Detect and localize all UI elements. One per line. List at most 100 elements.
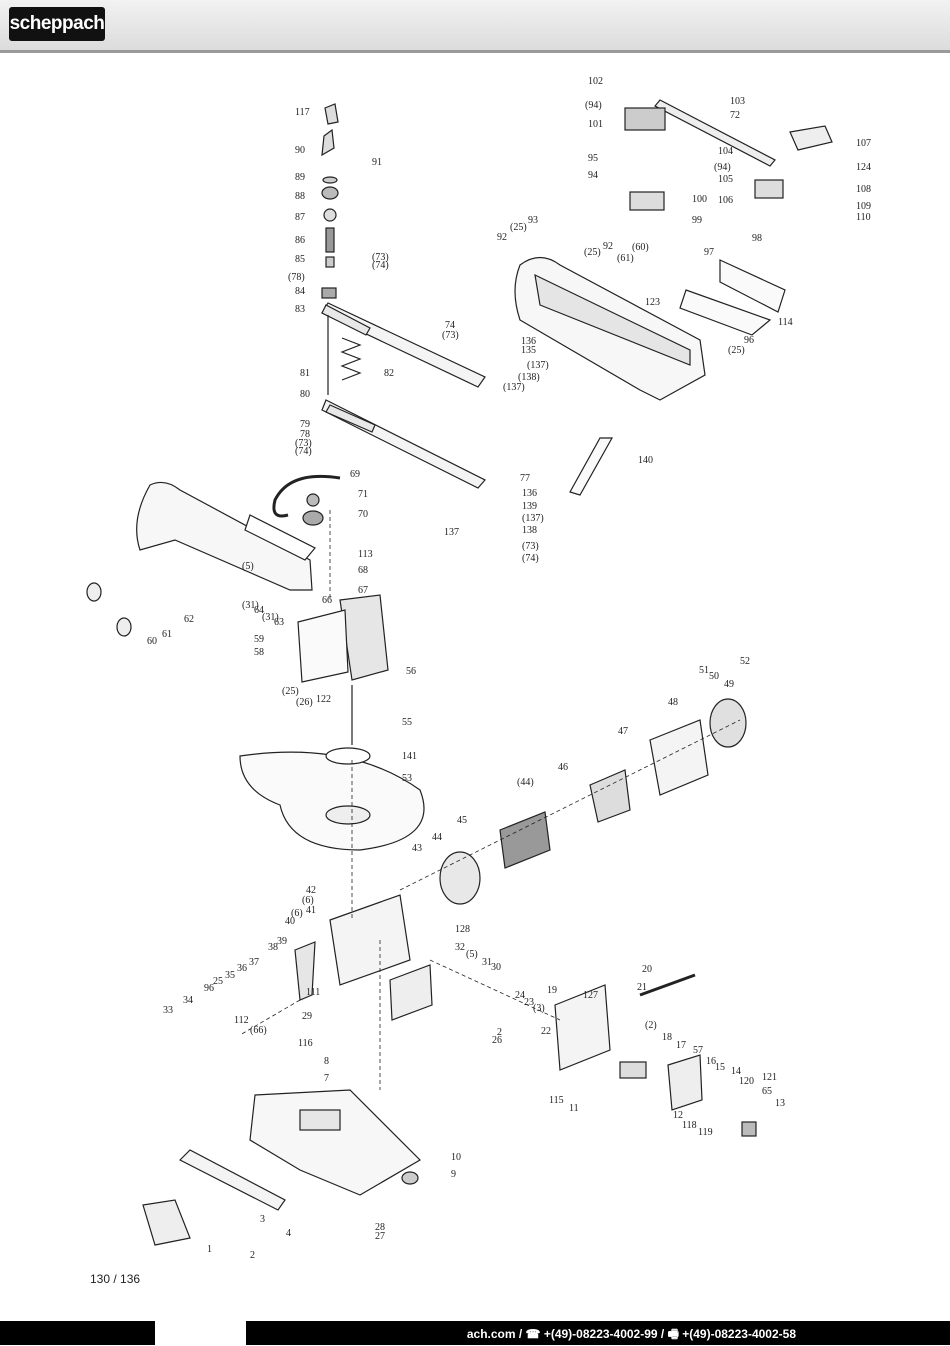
upper-arm-left-link: [321, 304, 371, 336]
part-callout: 58: [254, 647, 264, 658]
part-callout: 34: [183, 995, 193, 1006]
part-callout: 25: [213, 976, 223, 987]
part-114: [679, 289, 772, 336]
part-callout: 19: [547, 985, 557, 996]
part-88: [321, 186, 339, 200]
part-callout: 51: [699, 665, 709, 676]
part-callout: (61): [617, 253, 634, 264]
part-callout: 46: [558, 762, 568, 773]
bracket-27: [389, 964, 433, 1021]
part-callout: (2): [645, 1020, 657, 1031]
part-callout: 53: [402, 773, 412, 784]
part-callout: 114: [778, 317, 793, 328]
part-97: [719, 259, 786, 313]
part-callout: 56: [406, 666, 416, 677]
part-callout: 32: [455, 942, 465, 953]
part-callout: 66: [322, 595, 332, 606]
tool-140: [569, 437, 614, 496]
part-callout: (137): [503, 382, 525, 393]
part-callout: 103: [730, 96, 745, 107]
part-100: [629, 191, 665, 211]
part-callout: 81: [300, 368, 310, 379]
speed-switch-plate: [667, 1054, 703, 1111]
blade-guard: [339, 594, 389, 681]
part-callout: 26: [492, 1035, 502, 1046]
part-callout: 102: [588, 76, 603, 87]
part-callout: 97: [704, 247, 714, 258]
footer-gap: [155, 1321, 246, 1345]
part-callout: 57: [693, 1045, 703, 1056]
part-callout: (31): [262, 612, 279, 623]
part-callout: 141: [402, 751, 417, 762]
part-callout: (60): [632, 242, 649, 253]
table-insert-141: [325, 747, 371, 765]
part-callout: 139: [522, 501, 537, 512]
part-callout: (3): [533, 1003, 545, 1014]
part-callout: (6): [302, 895, 314, 906]
part-callout: 140: [638, 455, 653, 466]
part-callout: 119: [698, 1127, 713, 1138]
part-callout: (73): [522, 541, 539, 552]
part-callout: (31): [242, 600, 259, 611]
left-housing: [136, 481, 313, 591]
part-callout: (26): [296, 697, 313, 708]
part-callout: 115: [549, 1095, 564, 1106]
part-callout: (74): [372, 260, 389, 271]
part-callout: 16: [706, 1056, 716, 1067]
part-callout: 65: [762, 1086, 772, 1097]
part-callout: 45: [457, 815, 467, 826]
part-callout: 38: [268, 942, 278, 953]
part-callout: 44: [432, 832, 442, 843]
lower-arm-link: [325, 404, 376, 433]
footer-contact: ach.com / ☎ +(49)-08223-4002-99 / 🖷 +(49…: [466, 1327, 796, 1341]
part-callout: 120: [739, 1076, 754, 1087]
part-callout: 28: [375, 1222, 385, 1233]
part-callout: (94): [585, 100, 602, 111]
part-callout: 62: [184, 614, 194, 625]
part-callout: 33: [163, 1005, 173, 1016]
part-callout: 104: [718, 146, 733, 157]
part-callout: 82: [384, 368, 394, 379]
part-70: [302, 510, 324, 526]
part-callout: (73): [442, 330, 459, 341]
part-101: [624, 107, 666, 131]
part-callout: 122: [316, 694, 331, 705]
part-callout: 7: [324, 1073, 329, 1084]
part-callout: 29: [302, 1011, 312, 1022]
part-callout: 121: [762, 1072, 777, 1083]
part-callout: 79: [300, 419, 310, 430]
part-callout: 35: [225, 970, 235, 981]
part-callout: 86: [295, 235, 305, 246]
part-90: [321, 128, 335, 157]
part-callout: 74: [445, 320, 455, 331]
part-callout: 3: [260, 1214, 265, 1225]
part-callout: (94): [714, 162, 731, 173]
motor-housing-47: [649, 719, 709, 796]
knob-left: [86, 582, 102, 602]
part-callout: 83: [295, 304, 305, 315]
part-callout: 100: [692, 194, 707, 205]
part-callout: 10: [451, 1152, 461, 1163]
part-117: [324, 103, 339, 125]
part-callout: 87: [295, 212, 305, 223]
part-callout: 24: [515, 990, 525, 1001]
part-callout: 67: [358, 585, 368, 596]
part-84: [321, 287, 337, 299]
table-hole: [325, 805, 371, 825]
part-callout: 15: [715, 1062, 725, 1073]
part-callout: 117: [295, 107, 310, 118]
part-callout: 107: [856, 138, 871, 149]
part-callout: 50: [709, 671, 719, 682]
part-callout: 84: [295, 286, 305, 297]
part-callout: (5): [466, 949, 478, 960]
front-cover-4: [178, 1149, 286, 1211]
part-callout: 18: [662, 1032, 672, 1043]
lamp-hose: [272, 474, 341, 518]
part-callout: 109: [856, 201, 871, 212]
part-callout: 101: [588, 119, 603, 130]
flange-43: [439, 851, 481, 905]
part-callout: (74): [295, 446, 312, 457]
part-callout: (25): [510, 222, 527, 233]
base-slot: [299, 1109, 341, 1131]
